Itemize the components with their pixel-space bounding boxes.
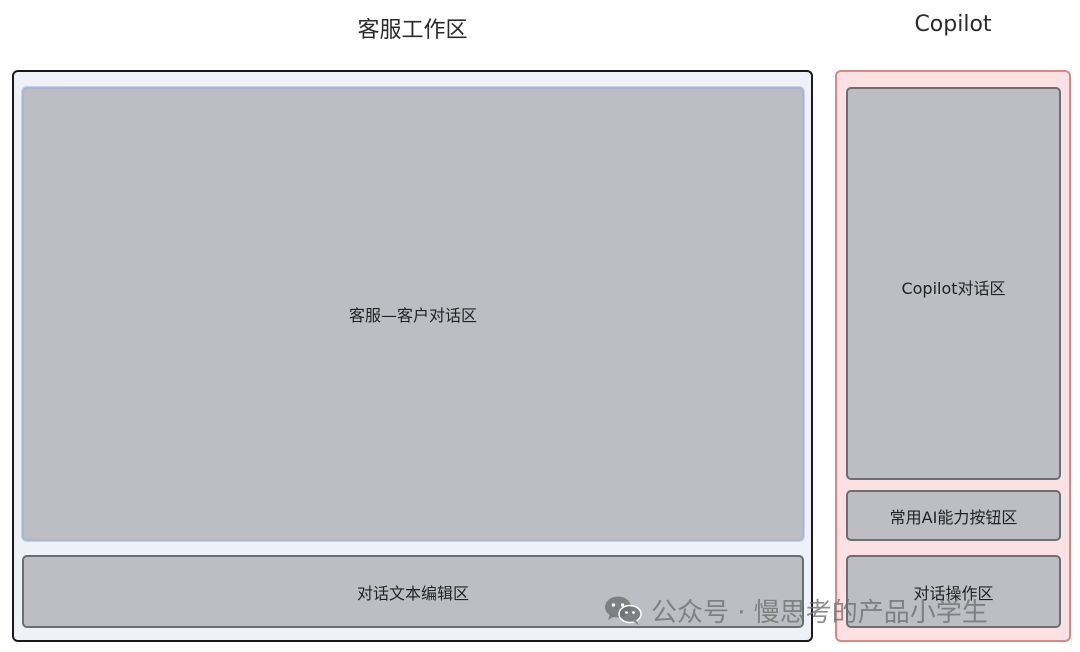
agent-customer-chat-label: 客服—客户对话区 xyxy=(348,306,477,325)
ai-buttons-label: 常用AI能力按钮区 xyxy=(889,507,1018,527)
message-editor-label: 对话文本编辑区 xyxy=(356,583,469,603)
message-editor-area: 对话文本编辑区 xyxy=(22,555,804,628)
watermark-text: 公众号 · 慢思考的产品小学生 xyxy=(651,597,988,628)
ai-buttons-area: 常用AI能力按钮区 xyxy=(846,490,1061,541)
copilot-title: Copilot xyxy=(914,12,992,37)
copilot-chat-label: Copilot对话区 xyxy=(901,279,1006,298)
copilot-chat-area: Copilot对话区 xyxy=(846,87,1061,480)
workspace-title: 客服工作区 xyxy=(357,18,468,43)
wechat-icon xyxy=(605,596,642,625)
agent-customer-chat-area: 客服—客户对话区 xyxy=(22,87,804,541)
watermark: 公众号 · 慢思考的产品小学生 xyxy=(603,590,988,630)
chat-operations-label: 对话操作区 xyxy=(913,583,994,603)
chat-operations-area: 对话操作区 xyxy=(846,555,1061,628)
